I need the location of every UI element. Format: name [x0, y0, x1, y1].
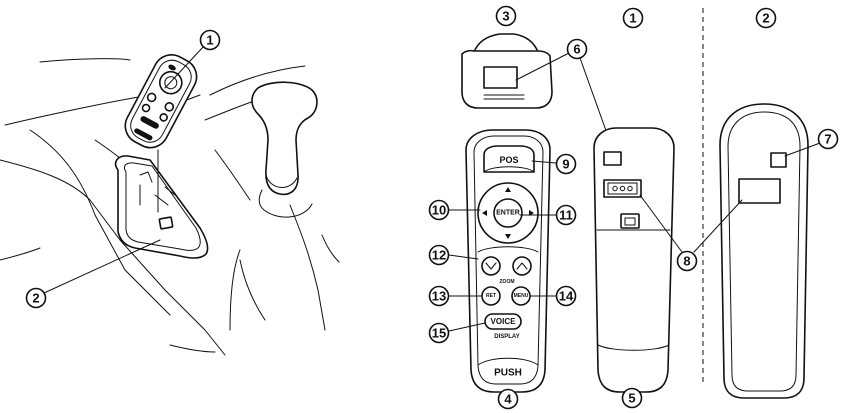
callout-14: 14: [559, 289, 574, 304]
callout-4: 4: [504, 392, 512, 407]
callout-1-top: 1: [629, 11, 636, 26]
callout-5: 5: [628, 391, 635, 406]
callout-6: 6: [573, 42, 580, 57]
callout-1-car: 1: [206, 33, 213, 48]
holder-bracket-item-3: 3: [461, 5, 570, 109]
callout-9: 9: [562, 157, 569, 172]
zoom-label: ZOOM: [500, 279, 515, 285]
callout-13: 13: [432, 289, 446, 304]
remote-front-item-4: POS ENTER ZOOM RET MENU VOICE DISPLAY PU…: [465, 129, 551, 410]
callout-12: 12: [432, 248, 446, 263]
enter-button-label: ENTER: [496, 210, 520, 217]
holder-back-item-2: 2: [719, 7, 809, 399]
voice-button-label: VOICE: [491, 317, 517, 326]
callout-15: 15: [432, 326, 446, 341]
callout-8: 8: [683, 254, 690, 269]
callout-2-top: 2: [762, 11, 769, 26]
callout-10: 10: [432, 203, 446, 218]
callout-11: 11: [559, 208, 573, 223]
console-holder: [114, 155, 209, 259]
remote-on-dash: [124, 54, 198, 149]
callout-7: 7: [824, 132, 831, 147]
callout-2-car: 2: [32, 291, 39, 306]
remote-back-item-5: 1 5: [593, 7, 675, 409]
pos-button-label: POS: [499, 155, 518, 165]
display-label: DISPLAY: [494, 334, 519, 340]
callout-3: 3: [502, 9, 509, 24]
ret-button-label: RET: [486, 293, 496, 299]
car-interior-illustration: 1 2: [0, 29, 340, 356]
menu-button-label: MENU: [514, 293, 529, 299]
push-label: PUSH: [494, 368, 522, 379]
